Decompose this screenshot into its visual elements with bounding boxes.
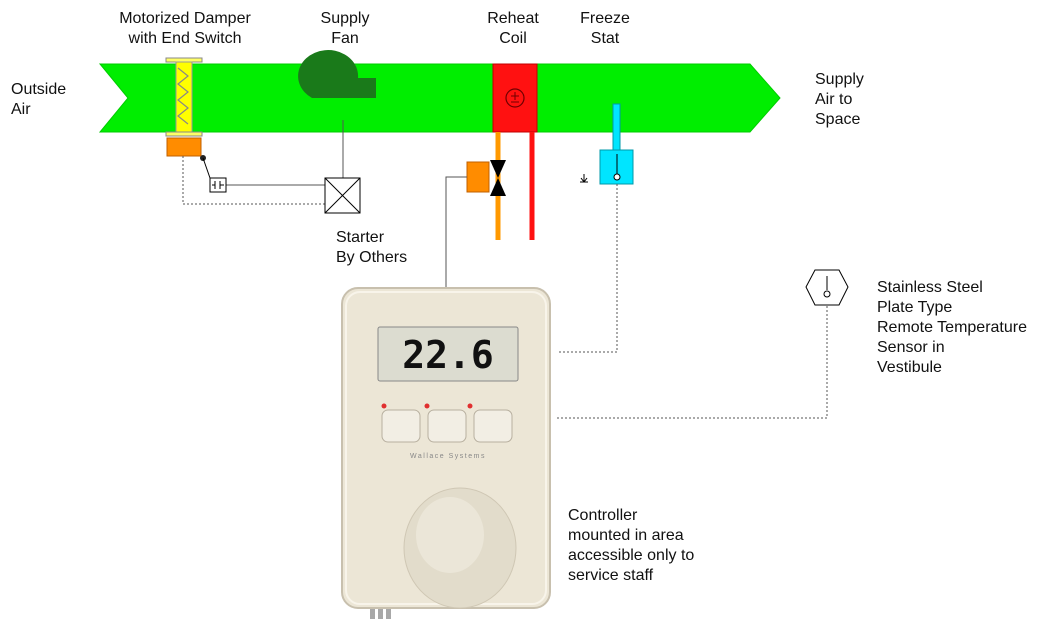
freeze-stat-label: Freeze Stat bbox=[580, 10, 630, 47]
valve-actuator bbox=[466, 161, 490, 193]
ground-symbol-icon bbox=[580, 174, 588, 183]
starter-icon bbox=[324, 177, 361, 214]
damper-label: Motorized Damper with End Switch bbox=[119, 10, 251, 47]
controller-device: 22.6 Wallace Systems bbox=[341, 287, 551, 619]
damper-actuator bbox=[166, 137, 202, 157]
supply-air-label: Supply Air to Space bbox=[815, 71, 864, 128]
control-valve-icon bbox=[490, 160, 506, 178]
outside-air-label: Outside Air bbox=[11, 81, 67, 118]
lcd-reading: 22.6 bbox=[402, 333, 494, 377]
led-2 bbox=[424, 403, 430, 409]
lcd-display bbox=[377, 326, 519, 382]
starter-label: Starter By Others bbox=[336, 229, 408, 266]
supply-fan-label: Supply Fan bbox=[320, 10, 370, 47]
sensor-label: Stainless Steel Plate Type Remote Temper… bbox=[877, 279, 1027, 376]
controller-button-1[interactable] bbox=[381, 409, 421, 443]
freeze-stat-capillary bbox=[612, 103, 621, 151]
temperature-sensor-icon bbox=[805, 269, 849, 306]
controller-button-2[interactable] bbox=[427, 409, 467, 443]
led-1 bbox=[381, 403, 387, 409]
aux-contact-icon bbox=[209, 177, 227, 193]
wiring bbox=[182, 120, 828, 419]
supply-air-duct bbox=[98, 63, 781, 133]
supply-fan-icon bbox=[298, 50, 376, 98]
controller-button-3[interactable] bbox=[473, 409, 513, 443]
coil-symbol-icon bbox=[505, 88, 525, 108]
led-3 bbox=[467, 403, 473, 409]
reheat-coil-label: Reheat Coil bbox=[487, 10, 539, 47]
motorized-damper bbox=[165, 57, 203, 137]
brand-label: Wallace Systems bbox=[410, 453, 486, 460]
controller-label: Controller mounted in area accessible on… bbox=[568, 507, 695, 584]
